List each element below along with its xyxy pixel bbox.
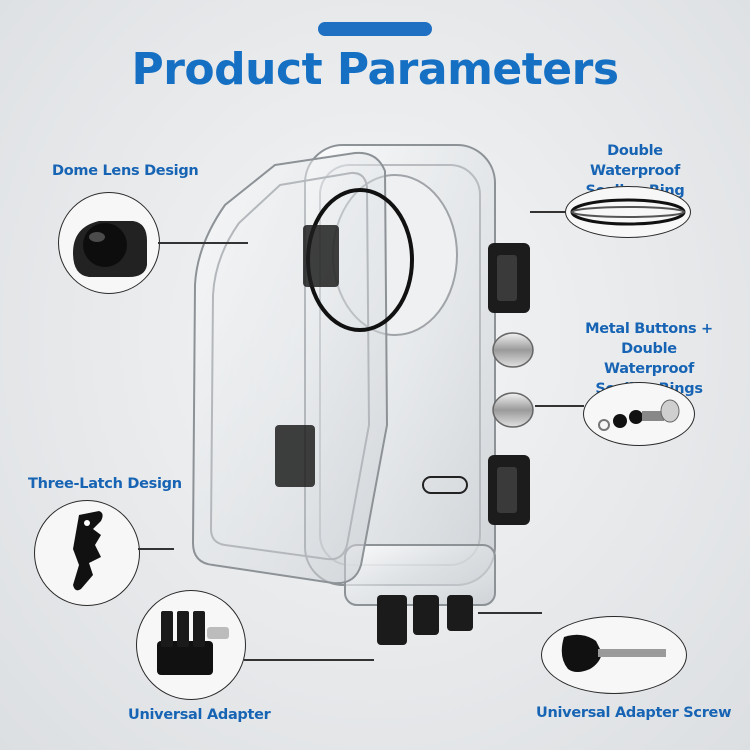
metal-buttons-detail — [583, 382, 695, 446]
waterproof-housing-illustration — [191, 144, 534, 645]
dome-lens-detail — [58, 192, 160, 294]
dome-lens-connector — [158, 242, 248, 244]
universal-adapter-connector — [244, 659, 374, 661]
adapter-screw-connector — [478, 612, 542, 614]
header-accent-bar — [318, 22, 432, 36]
latch-detail — [34, 500, 140, 606]
metal-buttons-connector — [535, 405, 584, 407]
dome-lens-label: Dome Lens Design — [52, 163, 199, 179]
metal-buttons-label-line1: Metal Buttons + — [585, 321, 713, 337]
universal-adapter-label: Universal Adapter — [128, 707, 271, 723]
page-title: Product Parameters — [131, 44, 619, 95]
metal-buttons-label-line2: Double Waterproof — [604, 341, 694, 377]
latch-connector — [138, 548, 174, 550]
sealing-ring-detail — [565, 186, 691, 238]
universal-adapter-detail — [136, 590, 246, 700]
sealing-ring-connector — [530, 211, 566, 213]
adapter-screw-detail — [541, 616, 687, 694]
sealing-ring-label-line1: Double Waterproof — [590, 143, 680, 179]
adapter-screw-label: Universal Adapter Screw — [536, 705, 732, 721]
latch-label: Three-Latch Design — [28, 476, 182, 492]
